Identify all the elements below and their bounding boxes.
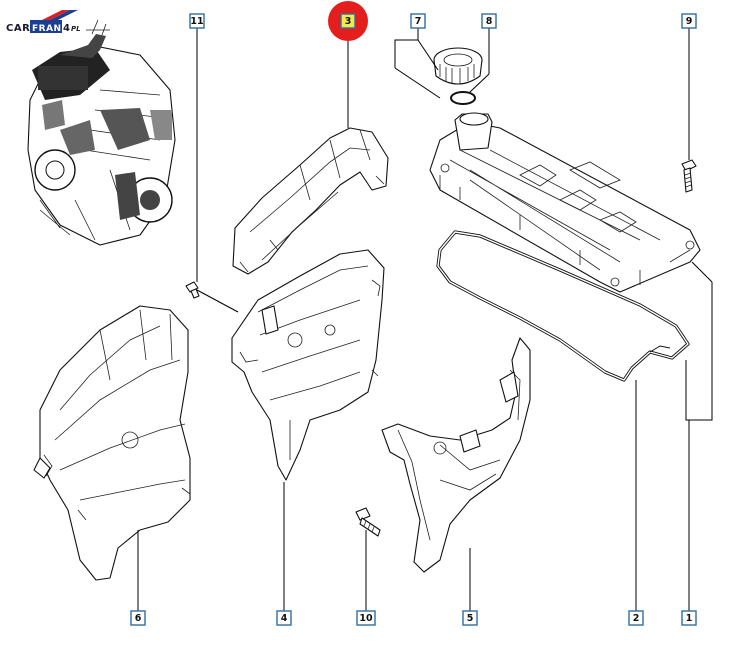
callout-label: 10 (359, 613, 373, 624)
callout-5[interactable]: 5 (462, 610, 478, 626)
callout-label: 9 (686, 16, 693, 27)
part-11-bolt[interactable] (185, 281, 200, 299)
engine-thumbnail (27, 19, 176, 246)
callout-6[interactable]: 6 (130, 610, 146, 626)
part-3-upper-timing-cover[interactable] (232, 127, 389, 275)
logo-brand-suffix: PL (71, 25, 81, 33)
logo-brand: CAR (6, 23, 30, 34)
callout-label: 11 (190, 16, 203, 27)
callout-4[interactable]: 4 (276, 610, 292, 626)
callout-label: 1 (686, 613, 693, 624)
callout-label: 7 (415, 16, 422, 27)
callout-label: 2 (633, 613, 640, 624)
part-8-o-ring[interactable] (450, 91, 476, 105)
part-1-valve-cover[interactable] (429, 112, 701, 293)
callout-7[interactable]: 7 (410, 13, 426, 29)
logo-brand-num: 4 (63, 23, 70, 34)
part-5-bracket[interactable] (381, 337, 531, 573)
callout-label: 5 (467, 613, 474, 624)
part-2-gasket[interactable] (436, 230, 690, 382)
callout-2[interactable]: 2 (628, 610, 644, 626)
part-9-bolt[interactable] (681, 159, 697, 193)
callout-11[interactable]: 11 (189, 13, 205, 29)
leader-lines (137, 28, 713, 611)
callout-label: 6 (135, 613, 142, 624)
part-4-middle-timing-cover[interactable] (231, 249, 385, 481)
part-10-bolt[interactable] (355, 507, 381, 537)
part-6-lower-timing-cover[interactable] (33, 305, 191, 581)
part-7-oil-filler-cap[interactable] (433, 47, 483, 85)
callout-1[interactable]: 1 (681, 610, 697, 626)
callout-10[interactable]: 10 (356, 610, 376, 626)
callout-3[interactable]: 3 (328, 1, 368, 41)
callout-8[interactable]: 8 (481, 13, 497, 29)
callout-label: 8 (486, 16, 493, 27)
callout-9[interactable]: 9 (681, 13, 697, 29)
logo-brand-mid: FRANCE (32, 24, 75, 34)
callout-label: 4 (281, 613, 288, 624)
carfrance-logo: CAR FRANCE 4 PL (6, 10, 81, 34)
callout-label: 3 (345, 16, 352, 27)
